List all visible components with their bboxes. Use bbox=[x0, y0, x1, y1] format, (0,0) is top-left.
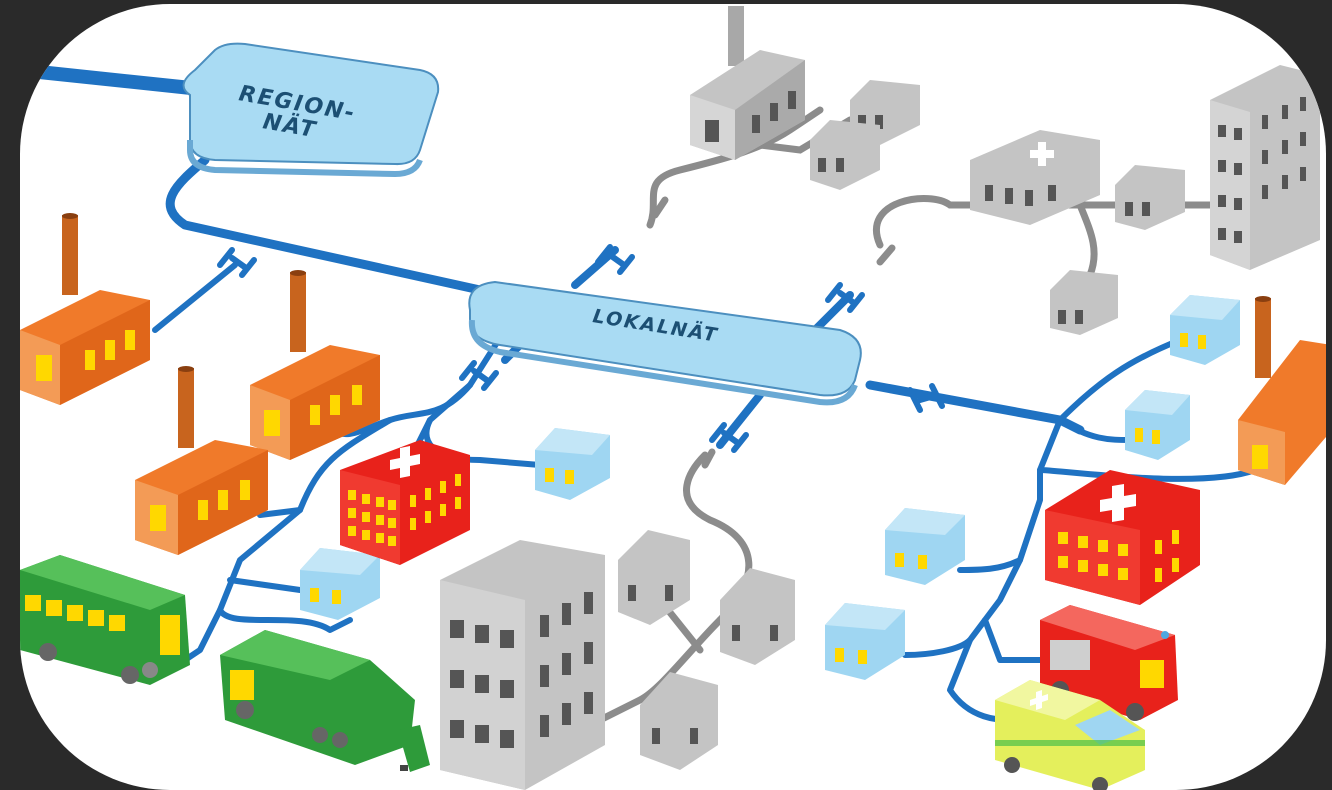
house-icon bbox=[825, 603, 905, 680]
branch-house-2 bbox=[227, 577, 303, 593]
bus-icon bbox=[20, 555, 190, 685]
factory-icon bbox=[1238, 296, 1326, 485]
network-diagram: REGION- NÄT LOKALNÄT bbox=[20, 6, 1326, 790]
hospital-icon bbox=[1045, 470, 1200, 605]
local-hub: LOKALNÄT bbox=[468, 280, 862, 406]
house-icon bbox=[810, 120, 880, 190]
diagram-frame: REGION- NÄT LOKALNÄT bbox=[20, 4, 1326, 790]
region-trunk bbox=[20, 63, 217, 97]
house-icon bbox=[300, 548, 380, 620]
garbage-truck-icon bbox=[220, 630, 430, 772]
gray-line-bottom bbox=[596, 451, 753, 724]
branch-factory-3 bbox=[257, 417, 393, 518]
factory-icon bbox=[20, 213, 150, 405]
connector-icon bbox=[907, 383, 945, 413]
factory-icon bbox=[690, 6, 805, 160]
ambulance-icon bbox=[995, 680, 1145, 790]
house-icon bbox=[1125, 390, 1190, 460]
gray-line-top bbox=[646, 106, 824, 229]
connector-icon bbox=[217, 247, 257, 278]
connector-icon bbox=[595, 244, 635, 275]
branch-firetruck bbox=[982, 617, 1043, 663]
branch-house-r3 bbox=[957, 467, 1043, 573]
gray-line-to-small-house bbox=[1076, 201, 1098, 279]
house-icon bbox=[535, 428, 610, 500]
connector-icons bbox=[217, 244, 945, 453]
hospital-icon bbox=[970, 130, 1100, 225]
region-hub: REGION- NÄT bbox=[182, 42, 440, 178]
gray-stubs bbox=[651, 196, 896, 469]
inactive-lines bbox=[596, 106, 1254, 724]
house-icon bbox=[720, 568, 795, 665]
branch-factory-1 bbox=[152, 262, 238, 333]
local-to-right bbox=[865, 380, 1085, 435]
fire-truck-icon bbox=[1040, 605, 1178, 721]
house-icon bbox=[885, 508, 965, 585]
connector-icon bbox=[825, 282, 865, 313]
hospital-icon bbox=[340, 440, 470, 565]
house-icon bbox=[1170, 295, 1240, 365]
house-icon bbox=[618, 530, 690, 625]
office-building-icon bbox=[1210, 65, 1320, 270]
region-to-local bbox=[165, 155, 485, 295]
branch-house-r1 bbox=[1057, 337, 1183, 423]
branch-house-r2 bbox=[1057, 417, 1133, 443]
house-icon bbox=[1115, 165, 1185, 230]
connector-icon bbox=[709, 422, 749, 453]
gray-line-right-top bbox=[873, 195, 1254, 249]
house-icon bbox=[640, 672, 718, 770]
factory-icon bbox=[135, 366, 268, 555]
branch-truck bbox=[217, 607, 353, 633]
house-icon bbox=[1050, 270, 1118, 335]
factory-icon bbox=[250, 270, 380, 460]
office-building-icon bbox=[440, 540, 605, 790]
connector-icon bbox=[459, 360, 499, 391]
